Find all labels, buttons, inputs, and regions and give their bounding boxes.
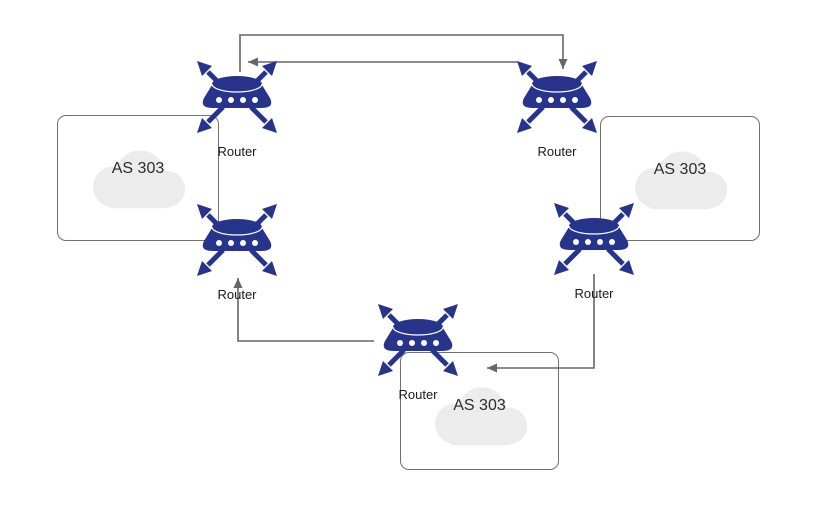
cloud-icon (93, 150, 186, 209)
router-node-top-right[interactable]: Router (501, 51, 613, 159)
router-node-top-left[interactable]: Router (181, 51, 293, 159)
router-icon (181, 194, 293, 286)
router-icon (362, 294, 474, 386)
router-label: Router (217, 287, 257, 302)
router-label: Router (574, 286, 614, 301)
router-node-mid-right[interactable]: Router (538, 193, 650, 301)
router-icon (501, 51, 613, 143)
as-label-right: AS 303 (653, 161, 707, 178)
as-cloud-box-right[interactable]: AS 303 (600, 116, 760, 241)
as-label-left: AS 303 (111, 160, 165, 177)
router-label: Router (217, 144, 257, 159)
router-node-bottom[interactable]: Router (362, 294, 474, 402)
router-label: Router (537, 144, 577, 159)
router-icon (181, 51, 293, 143)
as-label-bottom: AS 303 (453, 397, 506, 414)
as-cloud-box-left[interactable]: AS 303 (57, 115, 219, 241)
router-node-mid-left[interactable]: Router (181, 194, 293, 302)
router-label: Router (398, 387, 438, 402)
router-icon (538, 193, 650, 285)
as-cloud-box-bottom[interactable]: AS 303 (400, 352, 559, 470)
